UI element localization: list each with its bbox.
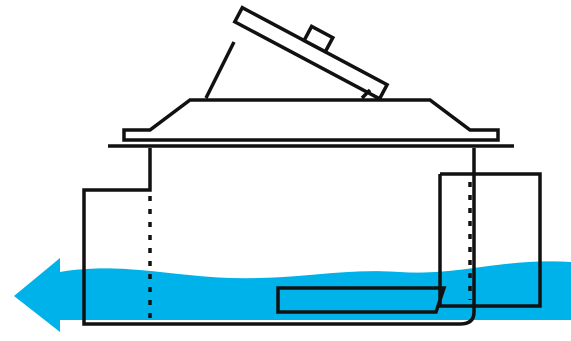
roof [122,98,500,142]
baffle-plate [276,286,447,314]
flow-arrow [14,258,60,332]
tank-assembly [82,148,542,326]
hatch-panel [232,5,390,102]
hatch-frame-right [360,88,372,100]
hatch-frame [204,41,372,100]
lid-hatch [232,5,390,102]
hatch-frame-left [204,41,236,99]
outlet-box [438,172,542,308]
water-flow [14,258,571,332]
hatch-knob [301,24,336,55]
tank-body [82,148,476,326]
roof-assembly [108,98,514,148]
